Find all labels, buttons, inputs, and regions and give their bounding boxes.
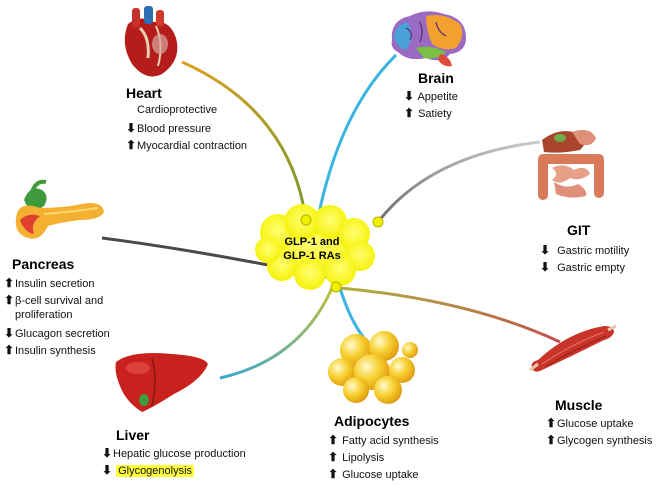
down-arrow-icon: ⬇	[102, 463, 113, 477]
heart-effect-2: ⬇Blood pressure	[126, 121, 211, 135]
down-arrow-icon: ⬇	[540, 260, 551, 274]
heart-effect-text: Cardioprotective	[137, 104, 218, 116]
up-arrow-icon: ⬆	[328, 467, 339, 481]
git-effect-text: Gastric motility	[557, 245, 630, 257]
git-effect-text: Gastric empty	[557, 262, 625, 274]
connector-heart	[181, 60, 308, 221]
adipocytes-effect-3: ⬆ Glucose uptake	[328, 467, 419, 481]
pancreas-title: Pancreas	[12, 256, 75, 272]
up-arrow-icon: ⬆	[328, 450, 339, 464]
node-dot	[330, 281, 342, 293]
connector-adipocytes	[338, 287, 366, 339]
liver-title: Liver	[116, 427, 150, 443]
connector-muscle	[339, 286, 561, 344]
adipocytes-title: Adipocytes	[334, 413, 410, 429]
pancreas-effect-text: Insulin synthesis	[15, 345, 96, 357]
pancreas-effect-4: ⬇Glucagon secretion	[4, 326, 110, 340]
up-arrow-icon: ⬆	[546, 416, 557, 430]
down-arrow-icon: ⬇	[126, 121, 137, 135]
pancreas-effect-text: proliferation	[15, 309, 73, 321]
muscle-effect-text: Glucose uptake	[557, 418, 634, 430]
heart-title: Heart	[126, 85, 162, 101]
muscle-title: Muscle	[555, 397, 603, 413]
adipocytes-effect-text: Fatty acid synthesis	[342, 435, 439, 447]
brain-effect-1: ⬇ Appetite	[404, 89, 458, 103]
pancreas-effect-text: Glucagon secretion	[15, 328, 110, 340]
brain-effect-2: ⬆ Satiety	[404, 106, 452, 120]
node-dot	[300, 214, 312, 226]
pancreas-icon	[15, 179, 104, 239]
fat-cells-icon	[328, 331, 418, 404]
up-arrow-icon: ⬆	[328, 433, 339, 447]
connector-brain	[316, 53, 398, 219]
git-effect-1: ⬇ Gastric motility	[540, 243, 629, 257]
heart-icon	[124, 6, 178, 77]
up-arrow-icon: ⬆	[4, 343, 15, 357]
heart-effect-text: Myocardial contraction	[137, 140, 248, 152]
highlighted-text: Glycogenolysis	[116, 465, 195, 477]
center-label-line2: GLP-1 RAs	[283, 250, 341, 262]
heart-effect-3: ⬆Myocardial contraction	[126, 138, 247, 152]
pancreas-effect-2: ⬆β-cell survival and	[4, 293, 103, 307]
center-cloud	[255, 204, 375, 290]
up-arrow-icon: ⬆	[404, 106, 415, 120]
liver-effect-1: ⬇Hepatic glucose production	[102, 446, 246, 460]
muscle-effect-2: ⬆Glycogen synthesis	[546, 433, 652, 447]
pancreas-effect-text: β-cell survival and	[15, 295, 104, 307]
brain-effect-text: Satiety	[418, 108, 452, 120]
connector-liver	[219, 287, 334, 380]
brain-effect-text: Appetite	[417, 91, 458, 103]
pancreas-effect-text: Insulin secretion	[15, 278, 95, 290]
down-arrow-icon: ⬇	[4, 326, 15, 340]
adipocytes-effect-1: ⬆ Fatty acid synthesis	[328, 433, 439, 447]
adipocytes-effect-text: Lipolysis	[342, 452, 385, 464]
pancreas-effect-1: ⬆Insulin secretion	[4, 276, 95, 290]
adipocytes-effect-text: Glucose uptake	[342, 469, 419, 481]
down-arrow-icon: ⬇	[102, 446, 113, 460]
muscle-icon	[529, 324, 617, 372]
liver-effect-text: Hepatic glucose production	[113, 448, 246, 460]
brain-icon	[391, 11, 466, 67]
node-dot	[372, 216, 384, 228]
up-arrow-icon: ⬆	[126, 138, 137, 152]
muscle-effect-text: Glycogen synthesis	[557, 435, 653, 447]
adipocytes-effect-2: ⬆ Lipolysis	[328, 450, 384, 464]
up-arrow-icon: ⬆	[4, 293, 15, 307]
git-title: GIT	[567, 222, 591, 238]
up-arrow-icon: ⬆	[546, 433, 557, 447]
up-arrow-icon: ⬆	[4, 276, 15, 290]
liver-effect-2: ⬇ Glycogenolysis	[102, 463, 195, 477]
intestine-icon	[538, 130, 604, 200]
liver-icon	[115, 353, 208, 412]
muscle-effect-1: ⬆Glucose uptake	[546, 416, 633, 430]
connector-git	[376, 140, 541, 223]
git-effect-2: ⬇ Gastric empty	[540, 260, 625, 274]
heart-effect-1: Cardioprotective	[126, 104, 217, 116]
pancreas-effect-5: ⬆Insulin synthesis	[4, 343, 96, 357]
brain-title: Brain	[418, 70, 454, 86]
center-label-line1: GLP-1 and	[284, 236, 340, 248]
center-label: GLP-1 and GLP-1 RAs	[262, 235, 362, 263]
down-arrow-icon: ⬇	[540, 243, 551, 257]
pancreas-effect-3: proliferation	[4, 309, 72, 321]
down-arrow-icon: ⬇	[404, 89, 415, 103]
heart-effect-text: Blood pressure	[137, 123, 211, 135]
